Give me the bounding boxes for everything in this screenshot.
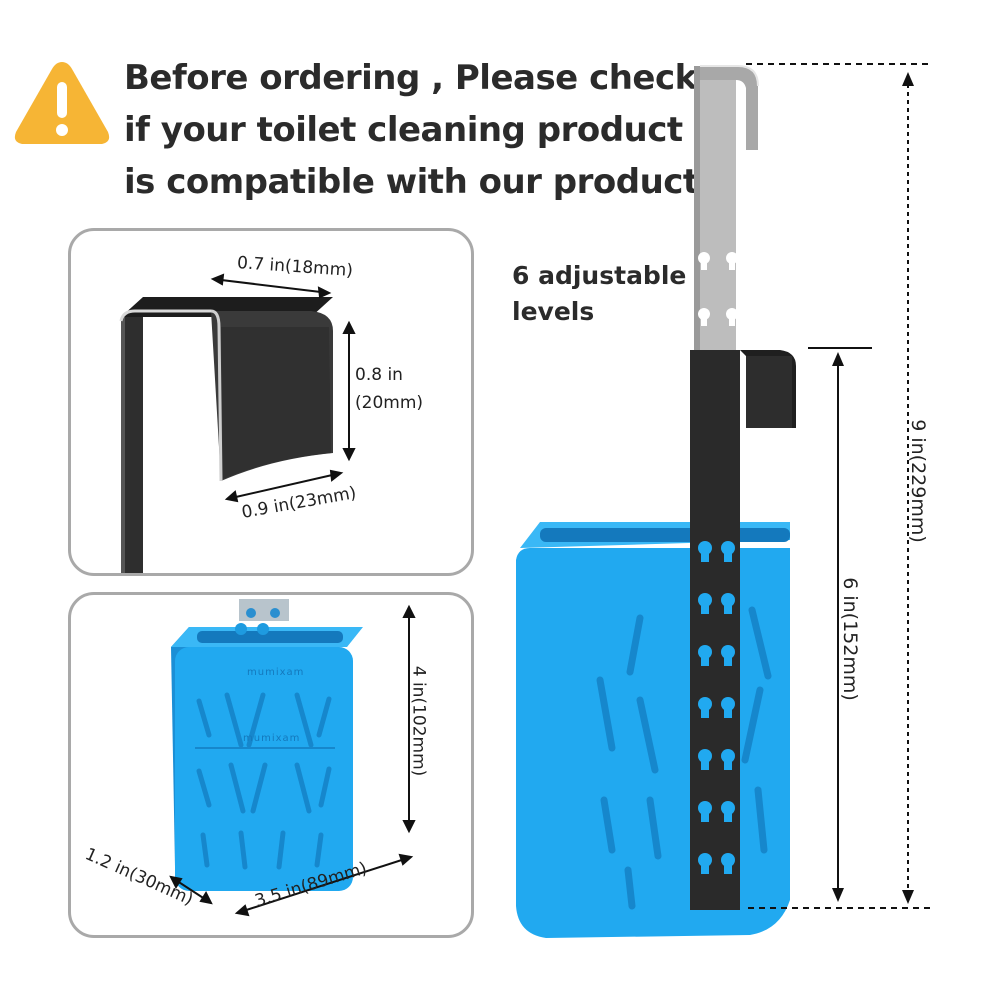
- box-illustration: [169, 599, 416, 917]
- box-brand-mark-middle: mumixam: [243, 733, 301, 744]
- hook-detail-panel: 0.7 in(18mm) 0.8 in (20mm) 0.9 in(23mm): [68, 228, 474, 576]
- headline-line-1: Before ordering , Please check: [124, 58, 697, 98]
- hook-height-label-mm: (20mm): [355, 393, 424, 413]
- box-dimension-panel: mumixam mumixam 4 in(102mm) 1.2 in(30mm)…: [68, 592, 474, 938]
- headline-line-2: if your toilet cleaning product: [124, 110, 683, 150]
- hook-closeup-illustration: [119, 273, 356, 573]
- levels-line-1: 6 adjustable: [512, 261, 687, 290]
- headline-line-3: is compatible with our product.: [124, 162, 712, 202]
- total-height-label: 9 in(229mm): [906, 419, 929, 543]
- levels-line-2: levels: [512, 297, 595, 326]
- adjustable-levels-label: 6 adjustable levels: [512, 258, 686, 330]
- hook-height-label-in: 0.8 in: [355, 365, 403, 385]
- box-brand-mark-top: mumixam: [247, 667, 305, 678]
- drop-height-label: 6 in(152mm): [838, 577, 861, 701]
- box-height-label: 4 in(102mm): [408, 665, 429, 777]
- compatibility-warning-text: Before ordering , Please check if your t…: [124, 52, 712, 208]
- warning-icon: [14, 62, 110, 144]
